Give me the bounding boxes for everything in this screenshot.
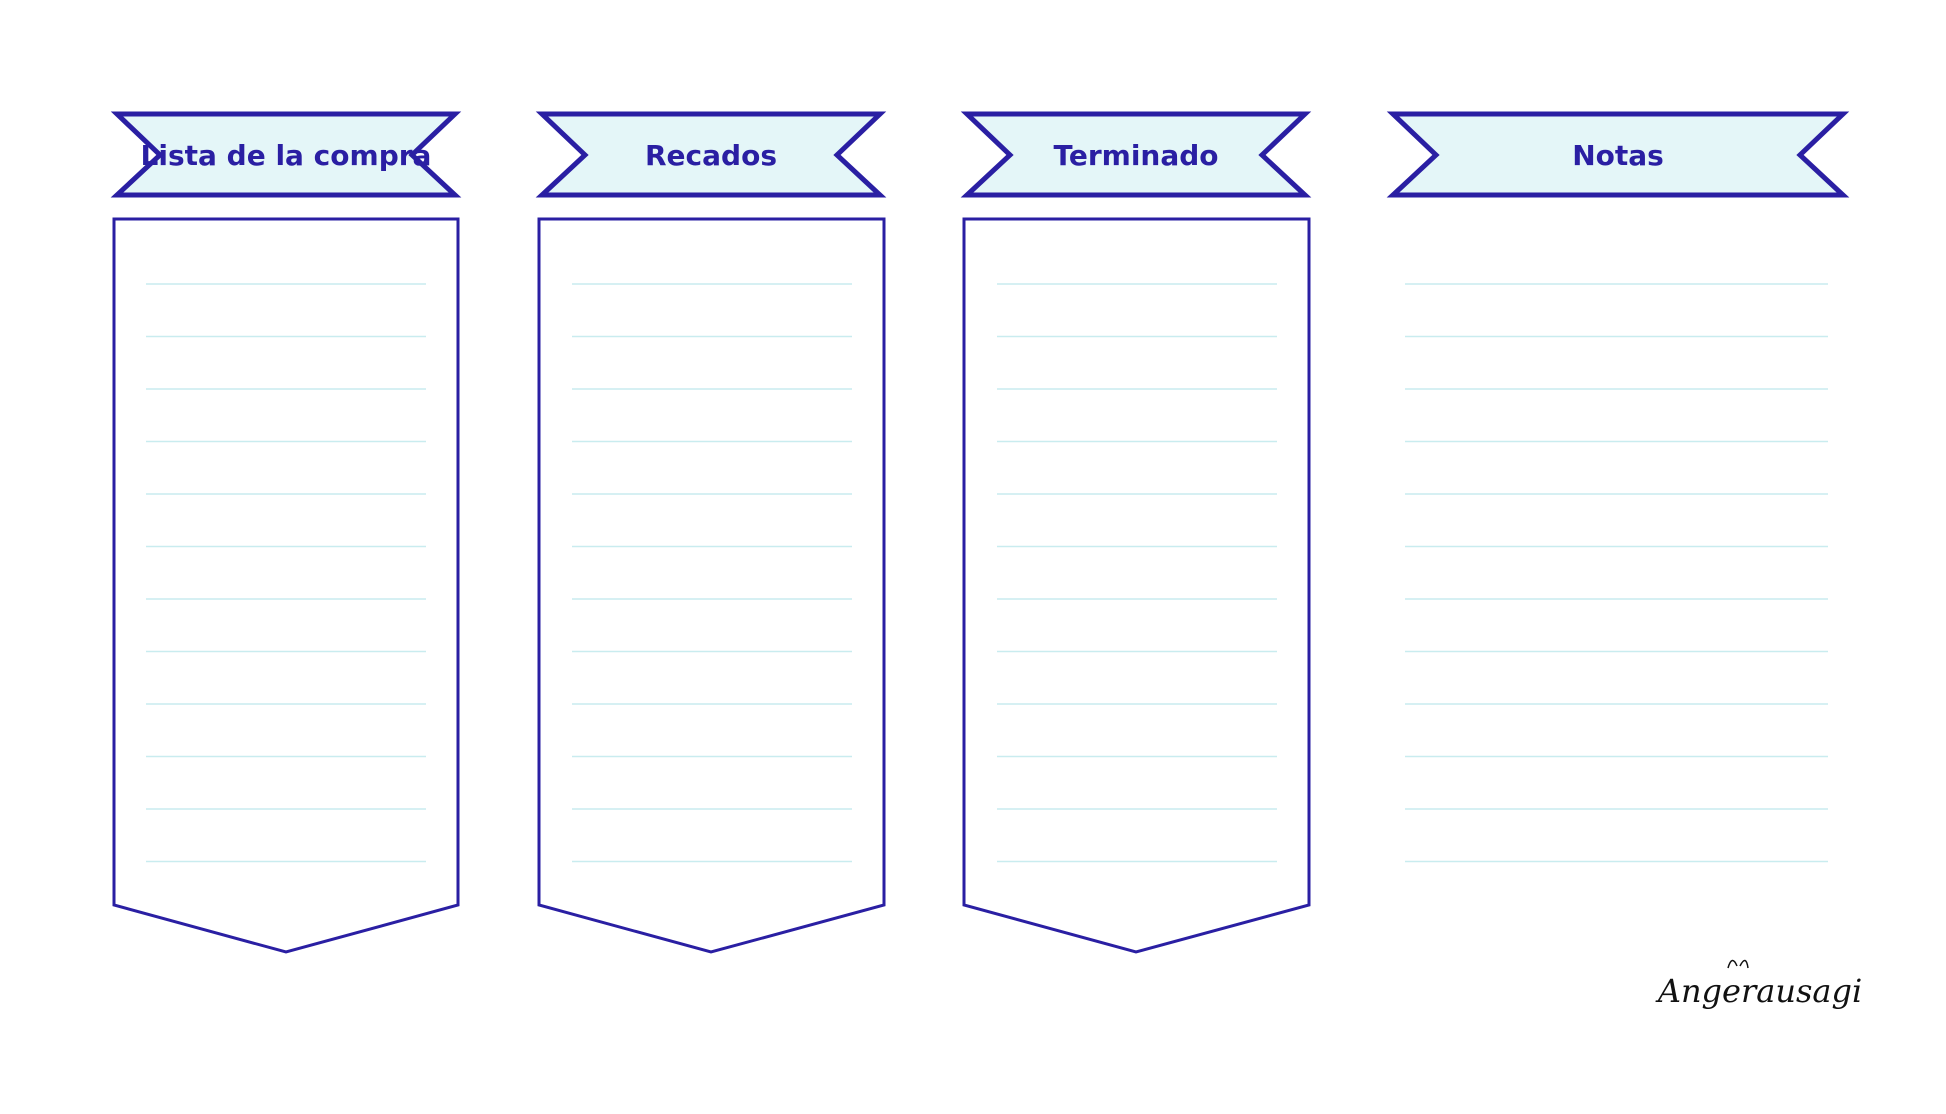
ruled-lines-errands bbox=[572, 283, 852, 863]
list-box-finished bbox=[962, 217, 1311, 954]
banner-shopping-list bbox=[110, 111, 462, 198]
banner-errands bbox=[535, 111, 887, 198]
column-finished: Terminado bbox=[960, 111, 1312, 954]
title-finished: Terminado bbox=[1053, 139, 1218, 172]
title-shopping-list: Lista de la compra bbox=[141, 139, 432, 172]
ruled-lines-notes bbox=[1405, 283, 1828, 863]
title-errands: Recados bbox=[645, 139, 777, 172]
title-notes: Notas bbox=[1572, 139, 1664, 172]
column-errands: Recados bbox=[535, 111, 887, 954]
list-box-shopping-list bbox=[112, 217, 460, 954]
signature-logo: Angerausagi bbox=[1655, 959, 1862, 1010]
banner-finished bbox=[960, 111, 1312, 198]
column-shopping-list: Lista de la compra bbox=[110, 111, 462, 954]
ruled-lines-shopping-list bbox=[146, 283, 426, 863]
ruled-lines-finished bbox=[997, 283, 1277, 863]
signature-text: Angerausagi bbox=[1655, 972, 1862, 1010]
column-notes: Notas bbox=[1386, 111, 1850, 863]
list-box-errands bbox=[537, 217, 886, 954]
bunny-ears-icon bbox=[1727, 959, 1749, 969]
banner-notes bbox=[1386, 111, 1850, 198]
